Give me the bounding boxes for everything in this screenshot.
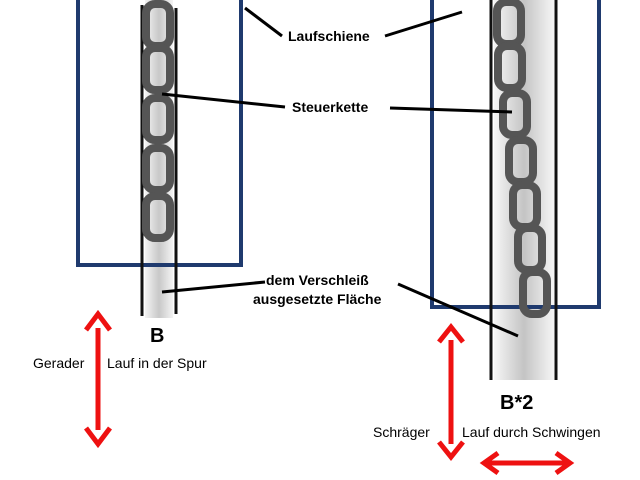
left-assembly — [76, 0, 243, 318]
chain-leader-right — [389, 106, 513, 114]
wear-leader-right — [397, 282, 519, 338]
right-vertical-arrow — [437, 322, 465, 462]
rail-label: Laufschiene — [288, 28, 370, 44]
right-caption-a: Schräger — [373, 424, 430, 440]
chain-leader-left — [161, 92, 286, 109]
wear-leader-left — [161, 280, 266, 294]
right-assembly — [430, 0, 601, 380]
right-title: B*2 — [500, 392, 534, 414]
wear-label-line2: ausgesetzte Fläche — [253, 291, 382, 307]
rail-leader-right — [384, 10, 463, 38]
left-rail-frame — [76, 0, 243, 267]
left-chain — [142, 0, 174, 242]
left-title: B — [150, 325, 165, 347]
wear-label-line1: dem Verschleiß — [266, 272, 369, 288]
rail-leader-left — [244, 6, 283, 38]
right-caption-b: Lauf durch Schwingen — [462, 424, 601, 440]
right-chain — [493, 0, 551, 318]
left-vertical-arrow — [84, 309, 112, 449]
right-rail-frame — [430, 0, 601, 309]
right-horizontal-arrow — [479, 450, 575, 476]
arrows — [84, 309, 575, 476]
chain-label: Steuerkette — [292, 99, 369, 115]
left-caption-a: Gerader — [33, 355, 85, 371]
left-caption-b: Lauf in der Spur — [107, 355, 207, 371]
leader-lines — [161, 6, 519, 338]
